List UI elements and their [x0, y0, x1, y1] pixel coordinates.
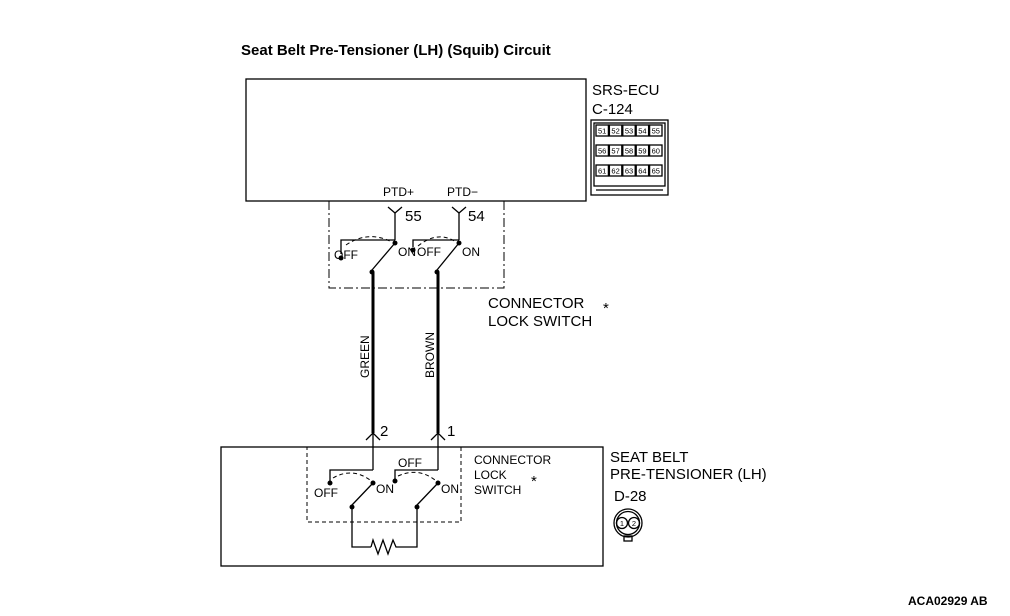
ecu-lock-switch: [338, 236, 462, 275]
device-connector-pin-2: 2: [632, 519, 636, 528]
ecu-connector-pin-cell: [622, 164, 636, 177]
ecu-connector-pin-cell: [608, 164, 623, 177]
ecu-switch-housing: [328, 201, 505, 289]
ecu-switch-off-right: OFF: [417, 245, 441, 259]
ecu-switch-note-mark: *: [603, 300, 609, 317]
ptd-minus-label: PTD−: [447, 185, 478, 199]
squib-resistor: [351, 507, 418, 556]
ecu-connector-pin-number: 61: [598, 167, 606, 176]
device-switch-label-line1: CONNECTOR: [474, 453, 551, 467]
ecu-connector-pin-number: 53: [625, 127, 633, 136]
ecu-switch-on-left: ON: [398, 245, 416, 259]
device-switch-on-left: ON: [376, 482, 394, 496]
device-name-line1: SEAT BELT: [610, 449, 688, 466]
ecu-connector-pin-cell: [595, 124, 610, 137]
ecu-connector-pin-cell: [635, 124, 650, 137]
ecu-connector-pin-cell: [608, 124, 623, 137]
ecu-connector-pin-number: 54: [638, 127, 646, 136]
ecu-connector-pin-number: 64: [638, 167, 646, 176]
ecu-connector-pin-number: 56: [598, 147, 606, 156]
device-connector-face: 1 2: [613, 508, 643, 542]
ecu-pin-54-label: 54: [468, 208, 485, 225]
ecu-terminal-54: [451, 206, 467, 240]
device-name-line2: PRE-TENSIONER (LH): [610, 466, 767, 483]
ecu-pin-55-label: 55: [405, 208, 422, 225]
ecu-switch-off-left: OFF: [334, 248, 358, 262]
device-switch-off-left: OFF: [314, 486, 338, 500]
ecu-switch-on-right: ON: [462, 245, 480, 259]
srs-ecu-box: [245, 78, 587, 202]
ecu-connector-pin-cell: [648, 124, 663, 137]
ecu-connector-pin-number: 60: [652, 147, 660, 156]
ecu-connector-pin-number: 59: [638, 147, 646, 156]
ecu-connector-pin-number: 62: [611, 167, 619, 176]
device-switch-housing: [306, 446, 462, 523]
device-pin-2-label: 2: [380, 423, 388, 440]
device-terminal-1: [430, 432, 446, 470]
device-terminal-2: [365, 432, 381, 470]
ecu-connector-pin-number: 52: [611, 127, 619, 136]
ecu-connector-pin-cell: [622, 124, 636, 137]
ecu-connector-pin-number: 57: [611, 147, 619, 156]
ecu-connector-pin-number: 51: [598, 127, 606, 136]
ecu-switch-label-line1: CONNECTOR: [488, 295, 585, 312]
device-switch-off-top: OFF: [398, 456, 422, 470]
device-switch-note-mark: *: [531, 473, 537, 490]
ptd-plus-label: PTD+: [383, 185, 414, 199]
device-switch-label-line3: SWITCH: [474, 483, 521, 497]
ecu-name: SRS-ECU: [592, 82, 660, 99]
ecu-connector-face: 51 52 53 54 55 56 57 58 59 60 61 62 63 64 65: [590, 119, 669, 196]
ecu-connector-pin-cell: [622, 144, 636, 157]
ecu-connector-pin-number: 63: [625, 167, 633, 176]
ecu-terminal-55: [387, 206, 403, 240]
device-pin-1-label: 1: [447, 423, 455, 440]
ecu-connector-pin-cell: [635, 144, 650, 157]
ecu-connector-pin-cell: [595, 164, 610, 177]
figure-code: ACA02929 AB: [908, 594, 988, 608]
ecu-connector-pin-cell: [595, 144, 610, 157]
device-switch-on-right: ON: [441, 482, 459, 496]
device-switch-label-line2: LOCK: [474, 468, 507, 482]
diagram-title: Seat Belt Pre-Tensioner (LH) (Squib) Cir…: [241, 42, 551, 59]
ecu-connector-pin-cell: [648, 144, 663, 157]
ecu-connector-pin-number: 65: [652, 167, 660, 176]
ecu-connector-pin-cell: [648, 164, 663, 177]
ecu-connector-pin-number: 55: [652, 127, 660, 136]
device-connector-pin-1: 1: [620, 519, 624, 528]
ecu-connector-code: C-124: [592, 101, 633, 118]
ecu-connector-pin-number: 58: [625, 147, 633, 156]
ecu-switch-label-line2: LOCK SWITCH: [488, 313, 592, 330]
device-connector-code: D-28: [614, 488, 647, 505]
wire-green-label: GREEN: [358, 335, 372, 378]
ecu-connector-pin-cell: [635, 164, 650, 177]
ecu-connector-pin-cell: [608, 144, 623, 157]
wire-brown-label: BROWN: [423, 332, 437, 378]
